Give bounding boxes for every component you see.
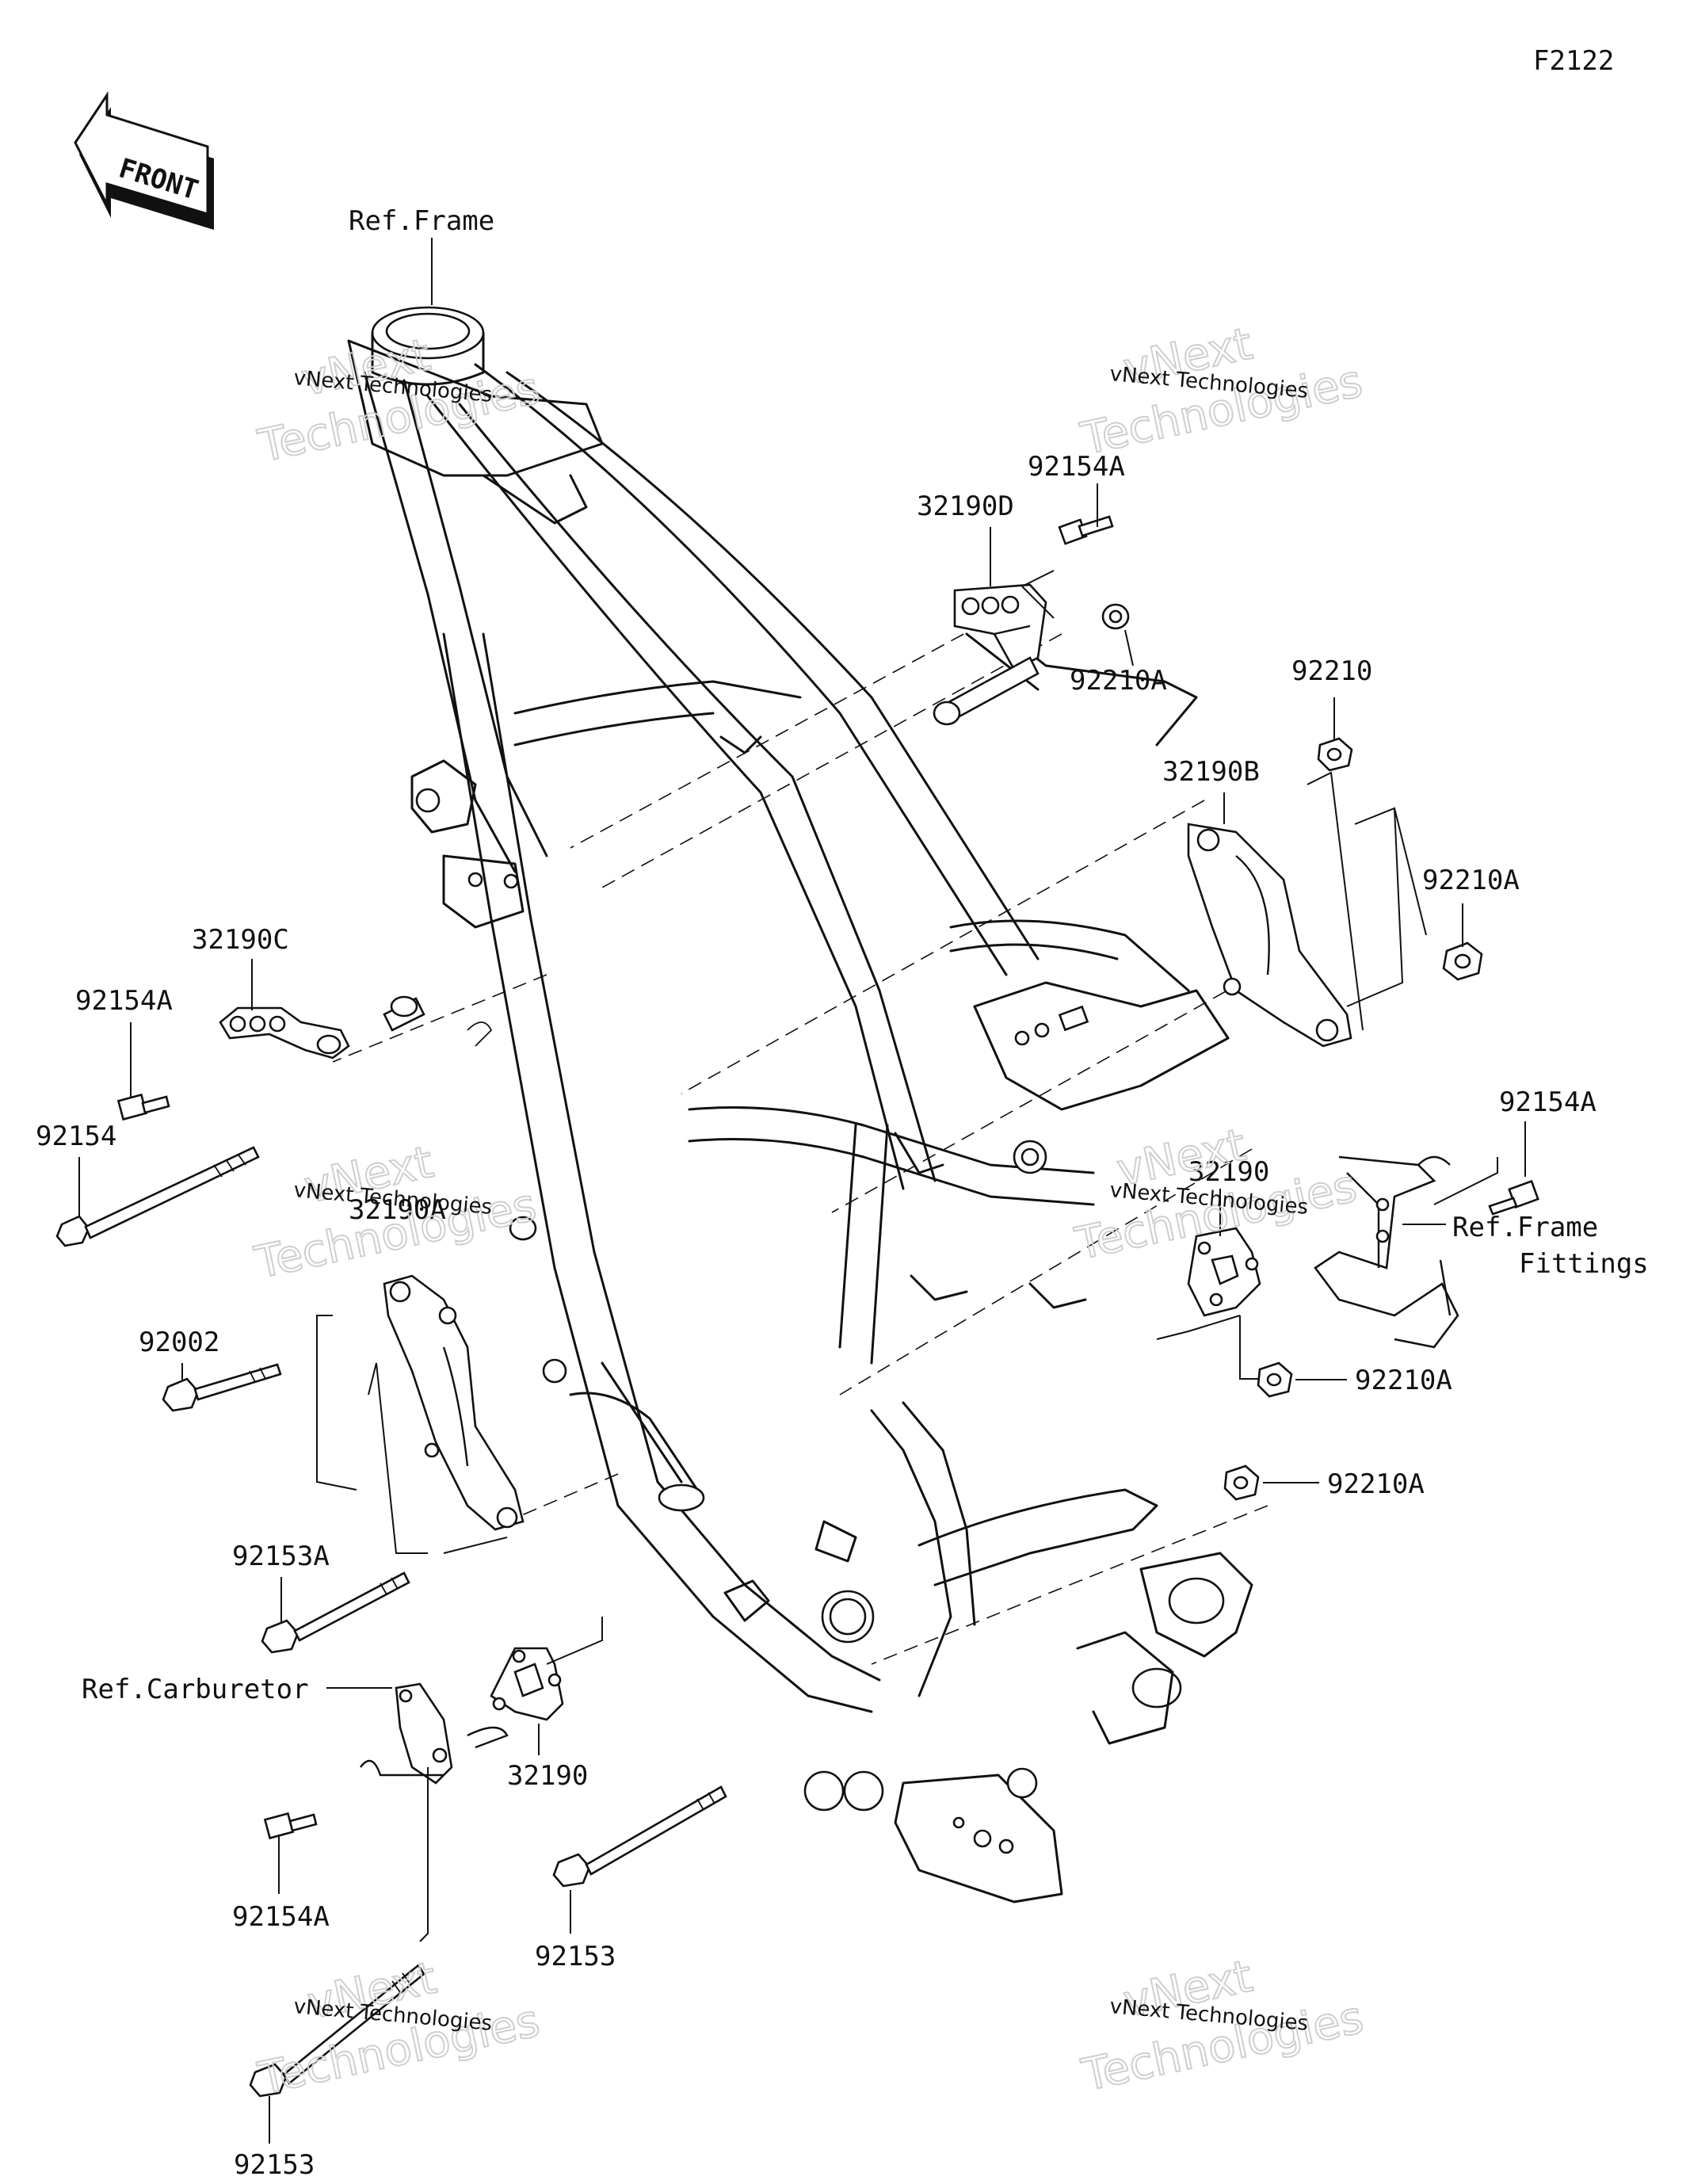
bracket-32190b — [1187, 823, 1352, 1048]
label-32190d: 32190D — [917, 491, 1014, 522]
ref-carburetor-label: Ref.Carburetor — [82, 1674, 309, 1705]
label-92154a-right: 92154A — [1499, 1086, 1597, 1118]
motorcycle-frame — [347, 306, 1253, 1903]
label-92210: 92210 — [1291, 655, 1372, 687]
bolt-92154a-right — [1488, 1179, 1539, 1216]
bolt-92154a-left — [116, 1093, 170, 1121]
bolt-92154a-top — [1058, 515, 1114, 545]
bolt-92153-bottom — [249, 1964, 425, 2098]
label-92154: 92154 — [36, 1121, 116, 1152]
figure-code: F2122 — [1533, 45, 1614, 77]
watermarks: vNext Technologies vNext Technologies vN… — [250, 318, 1368, 2106]
label-92154a-top: 92154A — [1028, 451, 1125, 483]
ref-frame-fittings-label-1: Ref.Frame — [1452, 1212, 1598, 1243]
label-92153-mid: 92153 — [535, 1941, 616, 1972]
bolt-92153-mid — [552, 1785, 727, 1888]
label-32190-mid: 32190 — [1188, 1156, 1269, 1188]
label-92210a-mid: 92210A — [1355, 1365, 1452, 1396]
label-92153-bottom: 92153 — [234, 2149, 315, 2181]
ref-frame-fittings-label-2: Fittings — [1519, 1248, 1649, 1280]
carburetor-bracket — [360, 1682, 509, 1785]
bracket-32190a — [383, 1274, 525, 1531]
label-92210a-top: 92210A — [1070, 665, 1167, 697]
ref-frame-label: Ref.Frame — [349, 205, 494, 237]
bracket-32190-low — [490, 1647, 564, 1721]
nut-92210a-top — [1101, 603, 1130, 630]
nut-92210a-low — [1223, 1464, 1260, 1501]
leader-lines — [78, 238, 1526, 2144]
nut-92210a-right — [1442, 941, 1483, 981]
nut-92210 — [1317, 737, 1353, 772]
nut-92210a-mid — [1257, 1361, 1293, 1398]
label-92153a: 92153A — [232, 1541, 330, 1572]
bolt-92002 — [162, 1363, 282, 1412]
label-32190c: 32190C — [192, 924, 289, 956]
bolt-92153a — [261, 1571, 410, 1654]
label-92002: 92002 — [139, 1327, 219, 1358]
label-32190a: 32190A — [349, 1194, 446, 1226]
label-92210a-right: 92210A — [1422, 865, 1520, 896]
label-92154a-left: 92154A — [75, 985, 173, 1017]
bracket-32190c — [219, 1006, 350, 1060]
bolt-92154a-low — [263, 1812, 318, 1840]
part-labels: Ref.Frame 92154A 32190D 92210A 92210 321… — [36, 205, 1649, 2181]
label-32190b: 32190B — [1162, 756, 1260, 788]
collar-top — [933, 656, 1040, 726]
assembly-guide-lines — [332, 601, 1284, 1665]
collar-small — [509, 1216, 537, 1241]
bracket-32190-mid — [1187, 1227, 1261, 1317]
bolt-92154-long — [55, 1146, 260, 1247]
label-92154a-low: 92154A — [232, 1901, 330, 1933]
label-92210a-low: 92210A — [1327, 1468, 1425, 1500]
frame-fitting-bracket — [1314, 1155, 1459, 1349]
collar-left — [383, 995, 425, 1032]
front-arrow-icon: FRONT — [74, 91, 214, 230]
label-32190-low: 32190 — [507, 1760, 588, 1792]
